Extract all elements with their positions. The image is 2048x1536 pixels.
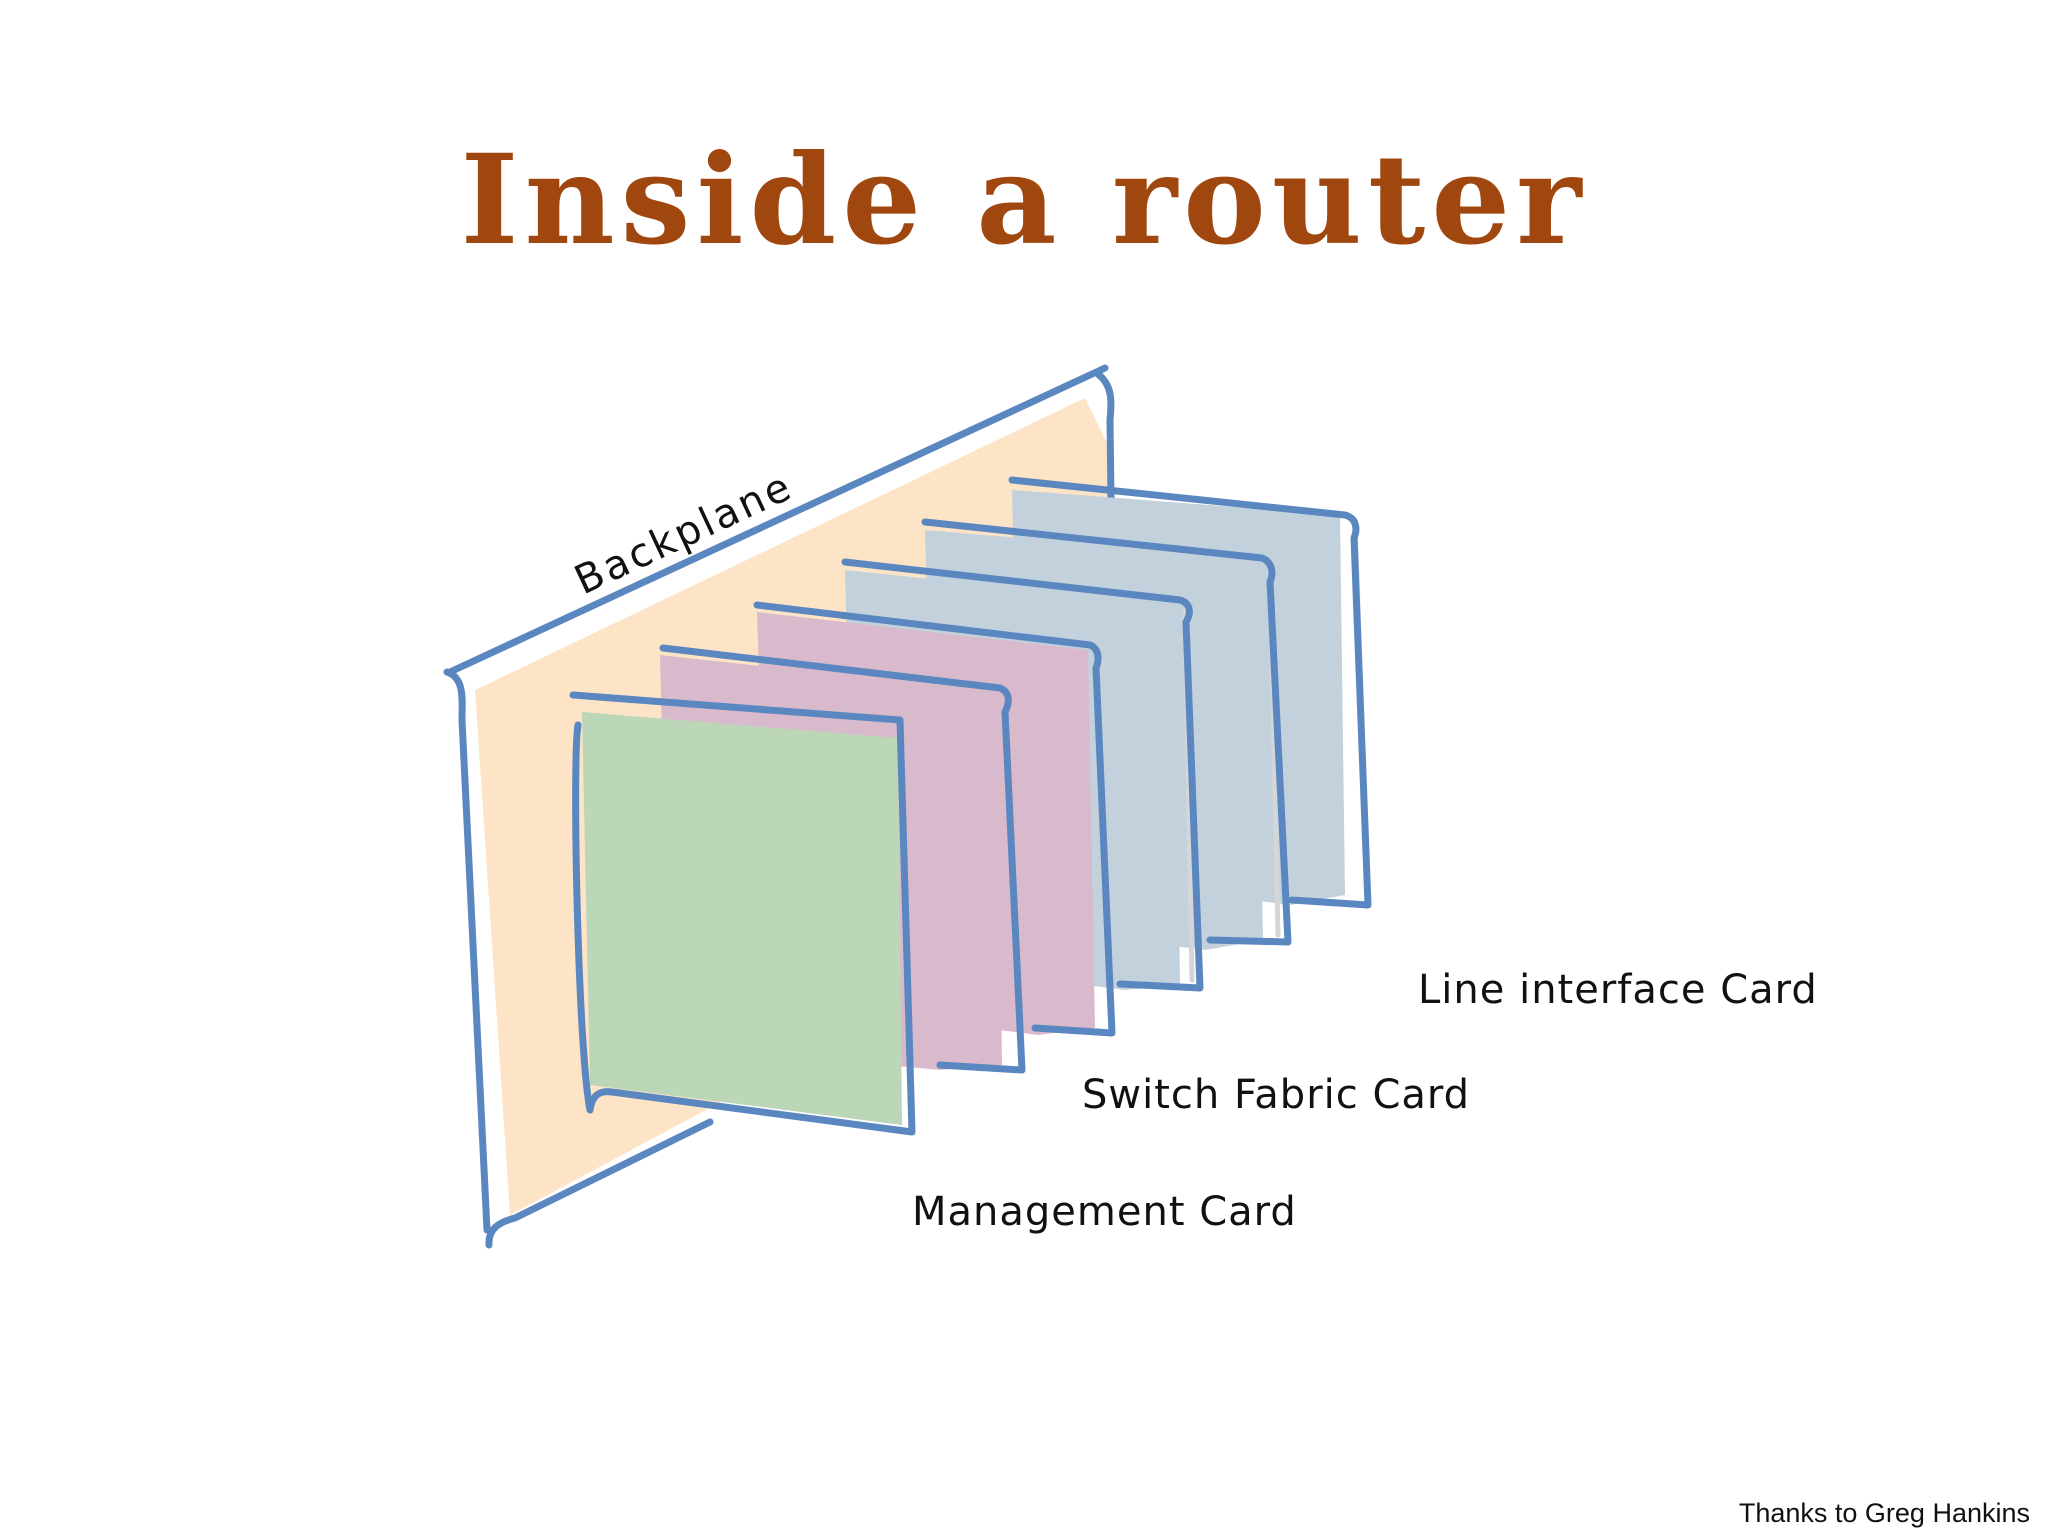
management-card xyxy=(569,691,916,1136)
line-interface-card-label: Line interface Card xyxy=(1418,967,1818,1013)
management-card-label: Management Card xyxy=(912,1189,1297,1235)
backplane-top-edge xyxy=(446,364,1109,676)
switch-fabric-card-label: Switch Fabric Card xyxy=(1082,1072,1470,1118)
page-title: Inside a router xyxy=(460,128,1588,273)
backplane-left-edge xyxy=(443,668,491,1234)
credit-text: Thanks to Greg Hankins xyxy=(1738,1498,2030,1528)
backplane-right-edge xyxy=(1094,370,1116,584)
backplane-bottom-edge xyxy=(485,1118,714,1249)
